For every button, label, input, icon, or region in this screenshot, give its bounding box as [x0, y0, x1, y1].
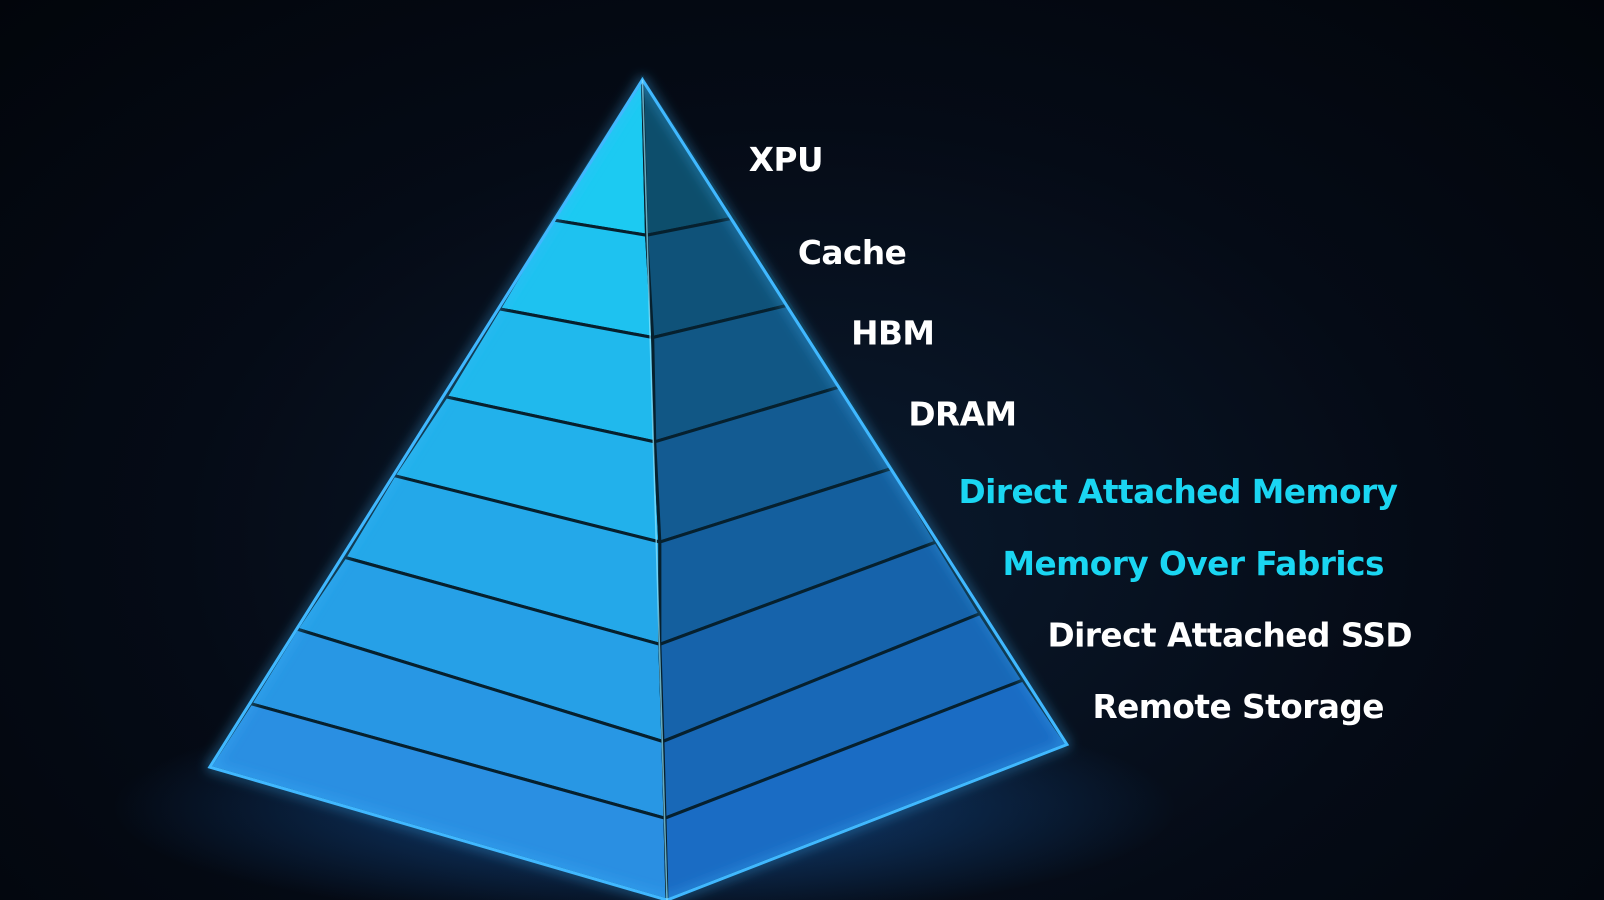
- pyramid-outline: [207, 76, 1070, 900]
- label-cache: Cache: [798, 234, 906, 272]
- label-direct-attached-memory: Direct Attached Memory: [958, 473, 1397, 511]
- pyramid-ridge: [641, 79, 668, 900]
- label-remote-storage: Remote Storage: [1092, 688, 1384, 726]
- label-direct-attached-ssd: Direct Attached SSD: [1047, 616, 1412, 654]
- label-hbm: HBM: [851, 315, 934, 353]
- label-memory-over-fabrics: Memory Over Fabrics: [1002, 545, 1383, 583]
- level-labels: XPU Cache HBM DRAM Direct Attached Memor…: [749, 141, 1413, 726]
- layer-left-face-1: [549, 74, 649, 238]
- label-dram: DRAM: [908, 395, 1016, 433]
- pyramid-layers: [207, 74, 1070, 900]
- label-xpu: XPU: [749, 141, 823, 179]
